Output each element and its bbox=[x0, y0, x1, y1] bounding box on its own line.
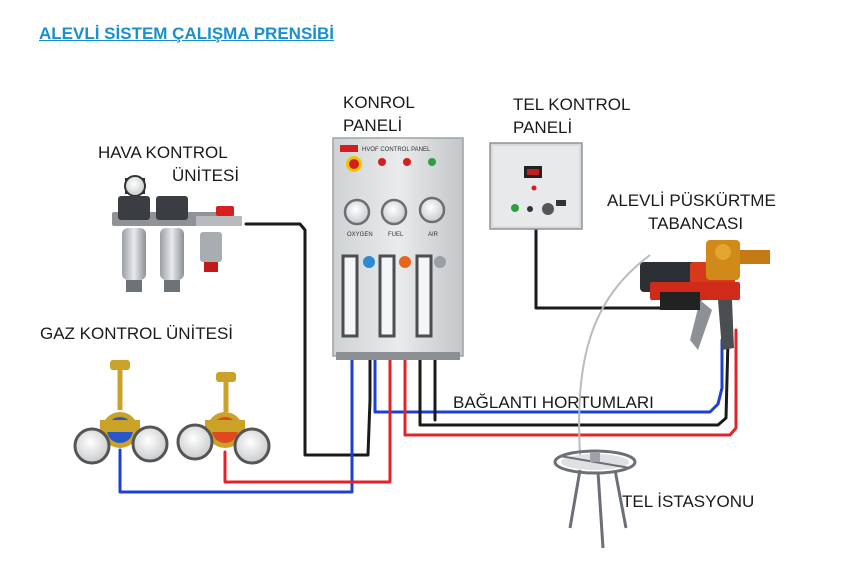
wire-station bbox=[553, 449, 637, 549]
label-tel-kontrol-line1: TEL KONTROL bbox=[513, 95, 631, 114]
hose-bundle-black bbox=[418, 228, 730, 427]
wire-gray bbox=[578, 254, 651, 456]
label-hava-kontrol-line1: HAVA KONTROL bbox=[98, 143, 228, 162]
gauge-label-air: AIR bbox=[428, 232, 439, 238]
hose-fuel-red bbox=[223, 328, 738, 484]
wire-control-panel bbox=[489, 142, 583, 230]
label-konrol-line2: PANELİ bbox=[343, 116, 403, 135]
label-tabanca-line1: ALEVLİ PÜSKÜRTME bbox=[607, 191, 776, 210]
air-control-unit bbox=[112, 175, 242, 292]
label-tabanca-line2: TABANCASI bbox=[648, 214, 744, 233]
gauge-label-oxygen: OXYGEN bbox=[347, 232, 373, 238]
gas-regulator-fuel bbox=[176, 372, 271, 465]
label-hava-kontrol-line2: ÜNİTESİ bbox=[172, 166, 240, 185]
panel-header: HVOF CONTROL PANEL bbox=[362, 147, 431, 153]
control-panel: HVOF CONTROL PANEL OXYGEN FUEL AIR bbox=[332, 137, 464, 360]
brand-logo bbox=[340, 145, 358, 152]
spray-gun bbox=[640, 240, 770, 350]
gas-regulator-oxygen bbox=[73, 360, 169, 465]
gauge-label-fuel: FUEL bbox=[388, 232, 404, 238]
label-konrol-line1: KONROL bbox=[343, 93, 415, 112]
label-gaz-kontrol: GAZ KONTROL ÜNİTESİ bbox=[40, 324, 234, 343]
label-baglanti-hortumlari: BAĞLANTI HORTUMLARI bbox=[453, 393, 654, 412]
diagram-title: ALEVLİ SİSTEM ÇALIŞMA PRENSİBİ bbox=[39, 24, 335, 43]
label-tel-istasyonu: TEL İSTASYONU bbox=[622, 492, 755, 511]
hose-air-black bbox=[244, 222, 372, 457]
hose-oxygen-blue bbox=[118, 338, 724, 494]
label-tel-kontrol-line2: PANELİ bbox=[513, 118, 573, 137]
